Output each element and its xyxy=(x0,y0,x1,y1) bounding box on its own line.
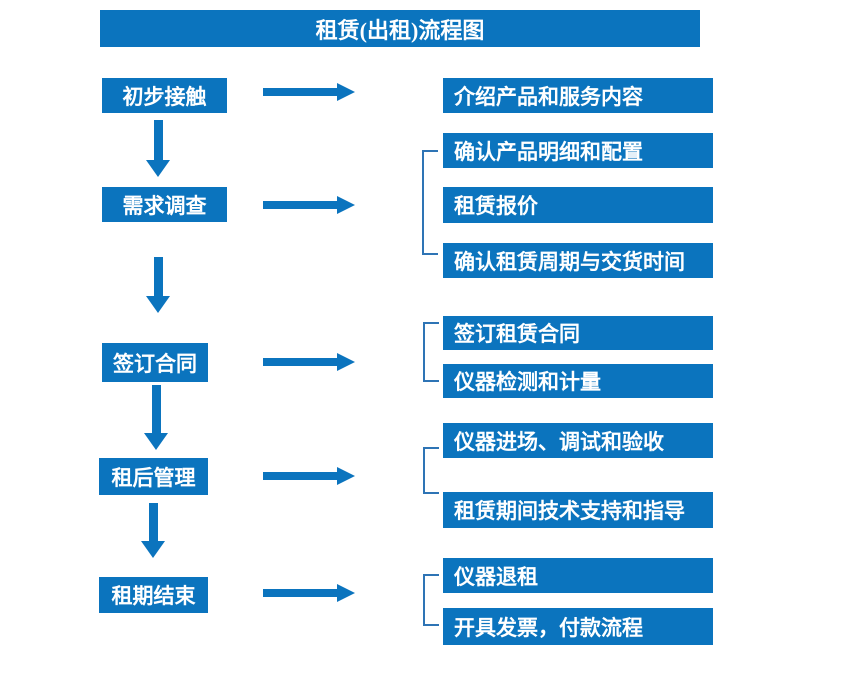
down-arrow xyxy=(146,257,170,313)
page-title: 租赁(出租)流程图 xyxy=(100,10,700,47)
down-arrow-head xyxy=(146,160,170,177)
right-arrow-head xyxy=(337,353,355,371)
right-arrow xyxy=(263,83,355,101)
right-arrow-shaft xyxy=(263,88,337,96)
right-arrow xyxy=(263,353,355,371)
group-bracket xyxy=(423,574,439,626)
step-box-rental-end: 租期结束 xyxy=(99,577,208,613)
down-arrow-shaft xyxy=(148,503,158,541)
detail-box-invoice-payment-process: 开具发票，付款流程 xyxy=(443,608,713,645)
detail-box-sign-rental-contract: 签订租赁合同 xyxy=(443,316,713,350)
right-arrow-shaft xyxy=(263,472,337,480)
step-box-initial-contact: 初步接触 xyxy=(102,78,227,113)
down-arrow-head xyxy=(146,296,170,313)
right-arrow xyxy=(263,196,355,214)
step-box-post-rental-management: 租后管理 xyxy=(99,458,208,495)
right-arrow-shaft xyxy=(263,358,337,366)
right-arrow xyxy=(263,467,355,485)
right-arrow-head xyxy=(337,584,355,602)
detail-box-confirm-rental-period-delivery: 确认租赁周期与交货时间 xyxy=(443,243,713,278)
down-arrow-shaft xyxy=(153,120,163,160)
right-arrow-shaft xyxy=(263,201,337,209)
down-arrow xyxy=(146,120,170,177)
down-arrow-shaft xyxy=(151,385,161,433)
right-arrow-shaft xyxy=(263,589,337,597)
down-arrow-head xyxy=(144,433,168,450)
right-arrow xyxy=(263,584,355,602)
step-box-sign-contract: 签订合同 xyxy=(102,343,208,382)
down-arrow xyxy=(141,503,165,558)
down-arrow-head xyxy=(141,541,165,558)
group-bracket xyxy=(422,150,438,255)
detail-box-instrument-inspection-metering: 仪器检测和计量 xyxy=(443,364,713,398)
detail-box-technical-support-guidance: 租赁期间技术支持和指导 xyxy=(443,492,713,528)
detail-box-introduce-products-services: 介绍产品和服务内容 xyxy=(443,78,713,113)
detail-box-rental-quotation: 租赁报价 xyxy=(443,187,713,223)
detail-box-instrument-return: 仪器退租 xyxy=(443,558,713,593)
group-bracket xyxy=(423,322,439,382)
detail-box-instrument-entry-debug-acceptance: 仪器进场、调试和验收 xyxy=(443,423,713,458)
right-arrow-head xyxy=(337,83,355,101)
step-box-demand-survey: 需求调查 xyxy=(102,187,227,222)
down-arrow-shaft xyxy=(153,257,163,296)
group-bracket xyxy=(423,447,439,494)
detail-box-confirm-product-details-config: 确认产品明细和配置 xyxy=(443,133,713,168)
right-arrow-head xyxy=(337,467,355,485)
down-arrow xyxy=(144,385,168,450)
right-arrow-head xyxy=(337,196,355,214)
